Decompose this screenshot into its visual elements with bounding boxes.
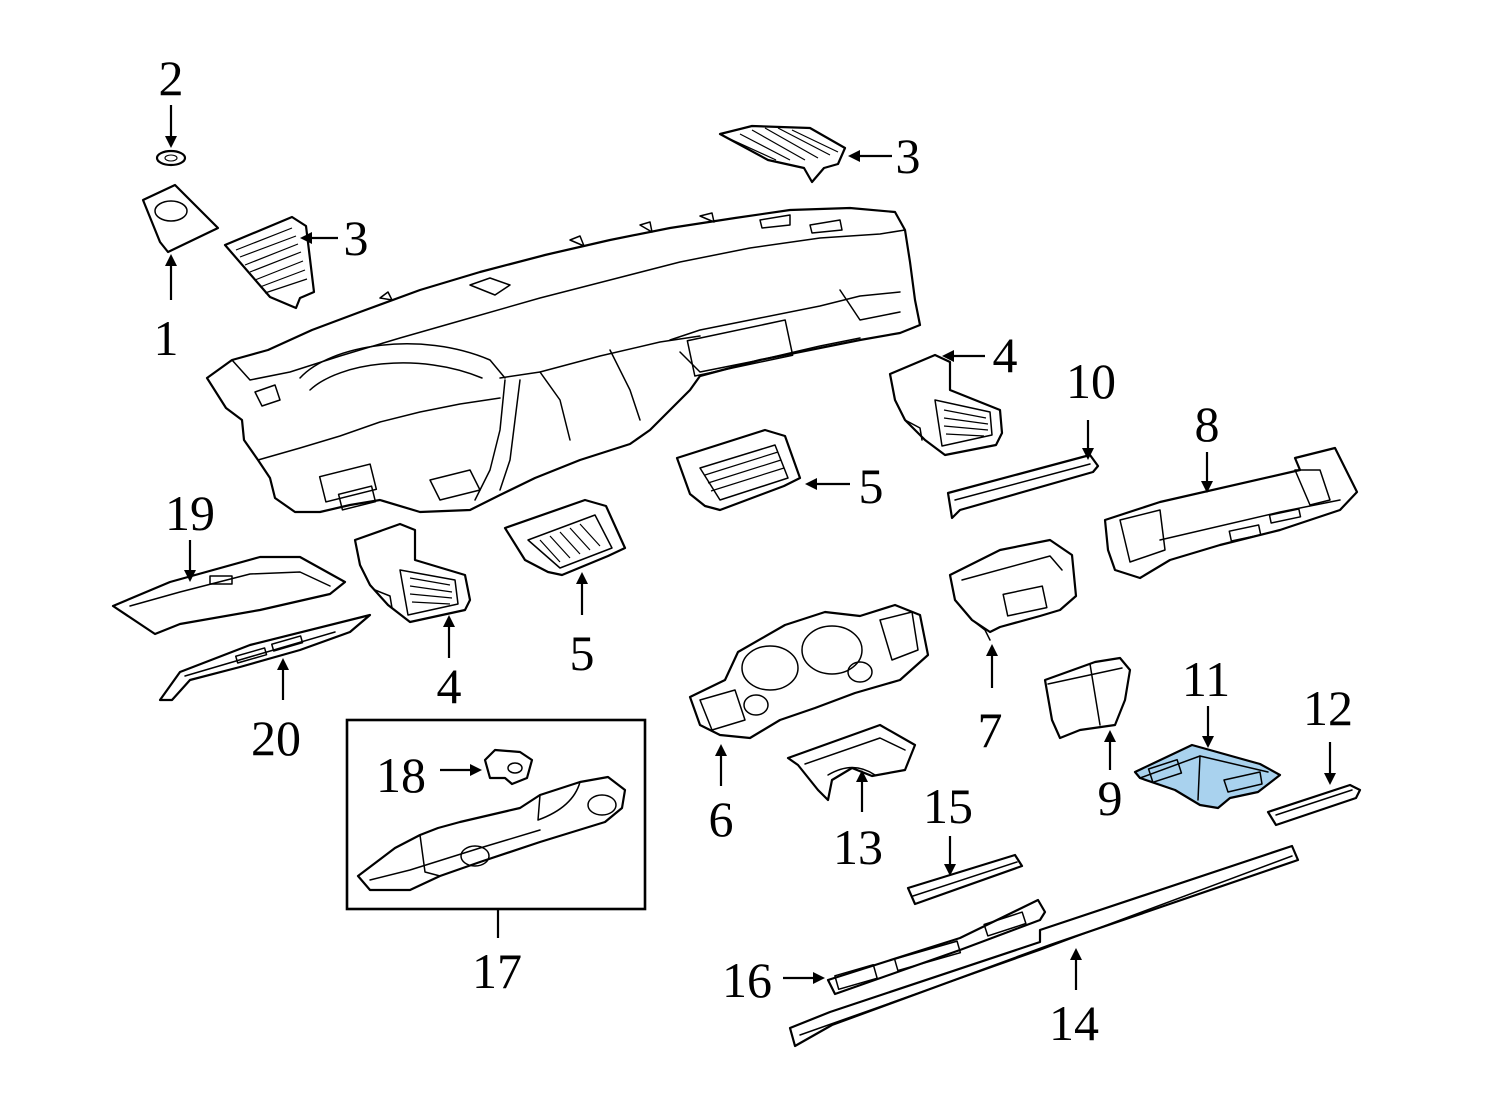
part-8-dash-section (1103, 446, 1359, 580)
part-3-grille-top (718, 124, 847, 184)
callout-6: 6 (709, 791, 734, 847)
part-1-corner-trim (141, 183, 220, 254)
callout-7: 7 (978, 702, 1003, 758)
callout-15: 15 (923, 778, 973, 834)
part-19-lower-panel (111, 555, 347, 636)
part-9-cover (1043, 656, 1132, 740)
callout-13: 13 (833, 819, 883, 875)
callout-11: 11 (1182, 651, 1230, 707)
part-18-knob (483, 748, 534, 786)
callout-5-right: 5 (859, 458, 884, 514)
callout-labels: 1 2 3 3 4 4 5 5 6 7 8 9 10 11 12 13 14 1… (154, 50, 1354, 1051)
callout-20: 20 (251, 710, 301, 766)
part-5-vent-center (503, 498, 627, 577)
part-4-vent-right (888, 353, 1004, 457)
callout-1: 1 (154, 310, 179, 366)
callout-5-center: 5 (570, 625, 595, 681)
callout-16: 16 (722, 952, 772, 1008)
part-20-trim-strip (158, 613, 372, 702)
part-5-vent-right (675, 428, 802, 512)
part-15-small-trim (906, 853, 1024, 906)
instrument-panel (205, 206, 922, 514)
callout-4-left: 4 (437, 658, 462, 714)
part-10-strip (946, 453, 1100, 520)
leader-lines (165, 105, 1336, 990)
callout-2: 2 (159, 50, 184, 106)
callout-12: 12 (1303, 680, 1353, 736)
part-17-trim-bezel (356, 775, 627, 892)
part-7-center-bracket (948, 538, 1078, 641)
callout-3-left: 3 (344, 210, 369, 266)
inset-box-17 (345, 718, 647, 911)
part-14-long-strip (788, 844, 1300, 1048)
part-13-cluster-cover (786, 723, 917, 802)
callout-8: 8 (1195, 396, 1220, 452)
callout-19: 19 (165, 485, 215, 541)
part-6-cluster-bezel (688, 603, 930, 740)
part-11-fill (1133, 743, 1282, 810)
part-12-trim (1266, 783, 1362, 827)
callout-17: 17 (472, 943, 522, 999)
callout-18: 18 (376, 747, 426, 803)
callout-10: 10 (1066, 353, 1116, 409)
part-3-grille-left (223, 215, 316, 310)
callout-9: 9 (1098, 770, 1123, 826)
callout-4-right: 4 (993, 327, 1018, 383)
callout-3-top: 3 (896, 128, 921, 184)
callout-14: 14 (1049, 995, 1099, 1051)
part-2-clip (155, 149, 187, 167)
part-16-center-strip (826, 898, 1047, 996)
part-11-highlighted-bracket (1133, 743, 1282, 810)
part-4-vent-left (353, 522, 472, 624)
